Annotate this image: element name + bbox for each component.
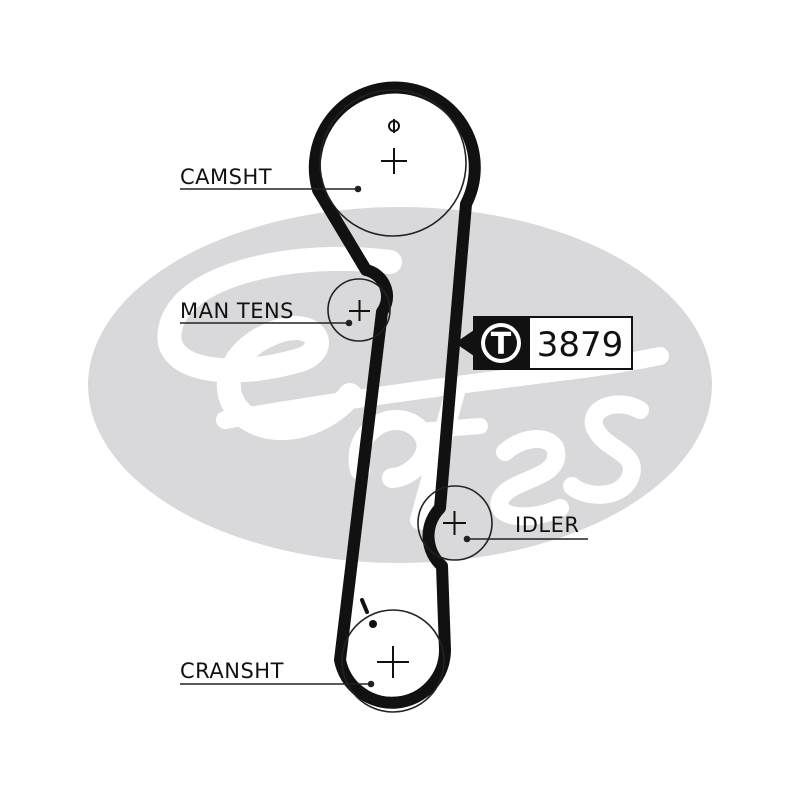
camshaft-center-icon <box>381 148 407 174</box>
belt-tag-arrow-icon <box>455 330 474 356</box>
pulley-centers <box>349 148 466 678</box>
tensioner-center-icon <box>349 300 370 321</box>
camshaft-timing-mark-icon <box>388 119 400 133</box>
idler-center-icon <box>443 511 466 535</box>
part-number-tag: T 3879 <box>455 316 633 370</box>
part-number: 3879 <box>537 325 624 365</box>
crankshaft-timing-mark-icon <box>360 598 377 628</box>
camshaft-label: CAMSHT <box>180 165 272 189</box>
timing-belt <box>308 81 481 709</box>
manual-tensioner-pulley <box>327 278 391 342</box>
idler-pulley <box>417 485 493 561</box>
leader-lines <box>180 185 588 688</box>
gates-logo-watermark <box>88 207 712 563</box>
crankshaft-center-icon <box>377 646 409 678</box>
part-badge-letter: T <box>491 327 512 362</box>
manual-tensioner-label: MAN TENS <box>180 299 294 323</box>
idler-label: IDLER <box>515 513 579 537</box>
crankshaft-pulley <box>341 609 445 713</box>
camshaft-pulley <box>319 89 467 237</box>
crankshaft-label: CRANSHT <box>180 659 284 683</box>
